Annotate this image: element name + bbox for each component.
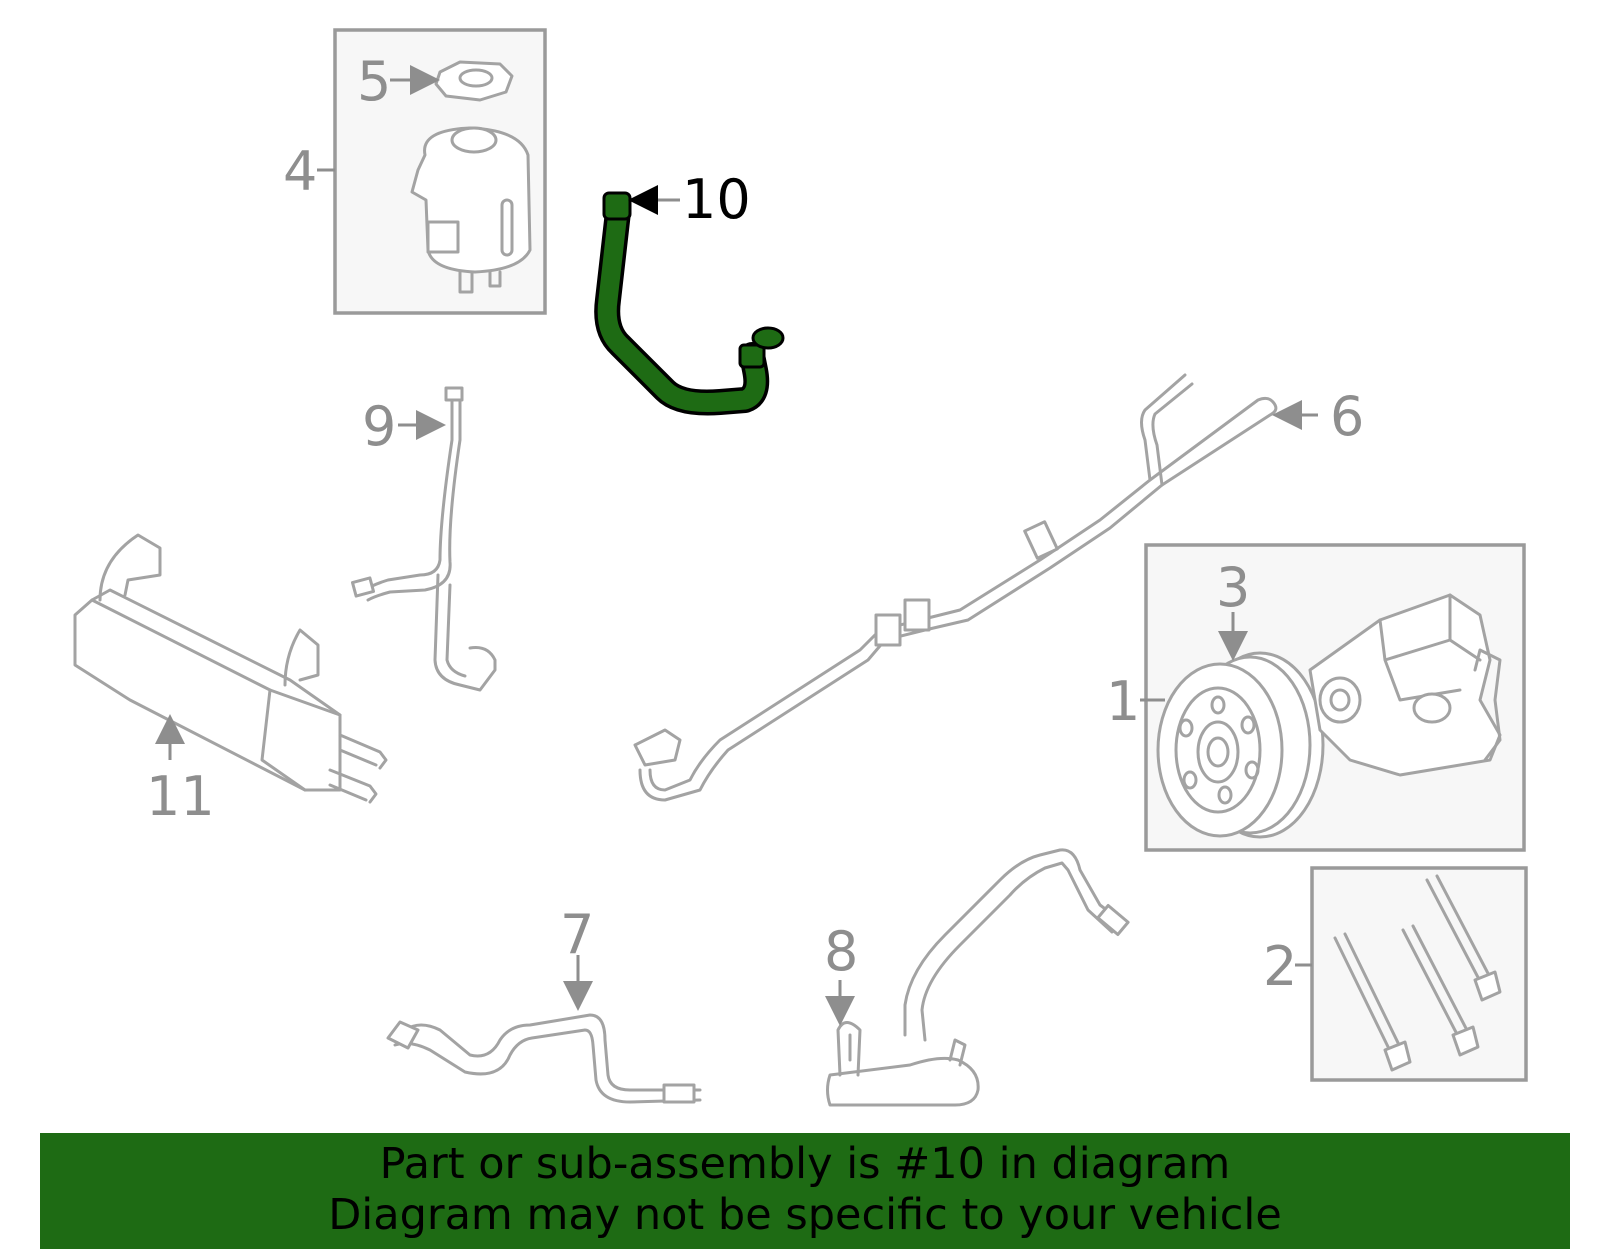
callout-3[interactable]: 3 [1216, 556, 1250, 619]
callout-7[interactable]: 7 [560, 903, 594, 966]
callout-1[interactable]: 1 [1106, 670, 1140, 733]
callout-10[interactable]: 10 [682, 168, 751, 231]
highlighted-hose-part-10[interactable] [594, 191, 785, 416]
reservoir-cap-part-5[interactable] [434, 60, 514, 102]
hose-part-8[interactable] [826, 848, 1130, 1107]
reservoir-part-4[interactable] [410, 126, 532, 294]
pulley-part-3[interactable] [1156, 651, 1325, 839]
banner-line-2: Diagram may not be specific to your vehi… [328, 1190, 1282, 1240]
callout-8[interactable]: 8 [824, 920, 858, 983]
callout-6[interactable]: 6 [1330, 385, 1364, 448]
callout-9[interactable]: 9 [362, 395, 396, 458]
bolts-part-2[interactable] [1333, 874, 1502, 1072]
oil-cooler-part-11[interactable] [73, 533, 388, 804]
callout-5[interactable]: 5 [357, 50, 391, 113]
power-steering-pump-part-1[interactable] [1308, 593, 1502, 777]
return-hose-part-7[interactable] [386, 1013, 702, 1104]
callout-11[interactable]: 11 [146, 765, 215, 828]
pressure-hose-part-6[interactable] [633, 373, 1278, 802]
notice-banner: Part or sub-assembly is #10 in diagram D… [40, 1133, 1570, 1249]
pressure-line-part-9[interactable] [350, 386, 497, 692]
callout-4[interactable]: 4 [283, 140, 317, 203]
banner-line-1: Part or sub-assembly is #10 in diagram [379, 1139, 1231, 1189]
callout-2[interactable]: 2 [1263, 935, 1297, 998]
